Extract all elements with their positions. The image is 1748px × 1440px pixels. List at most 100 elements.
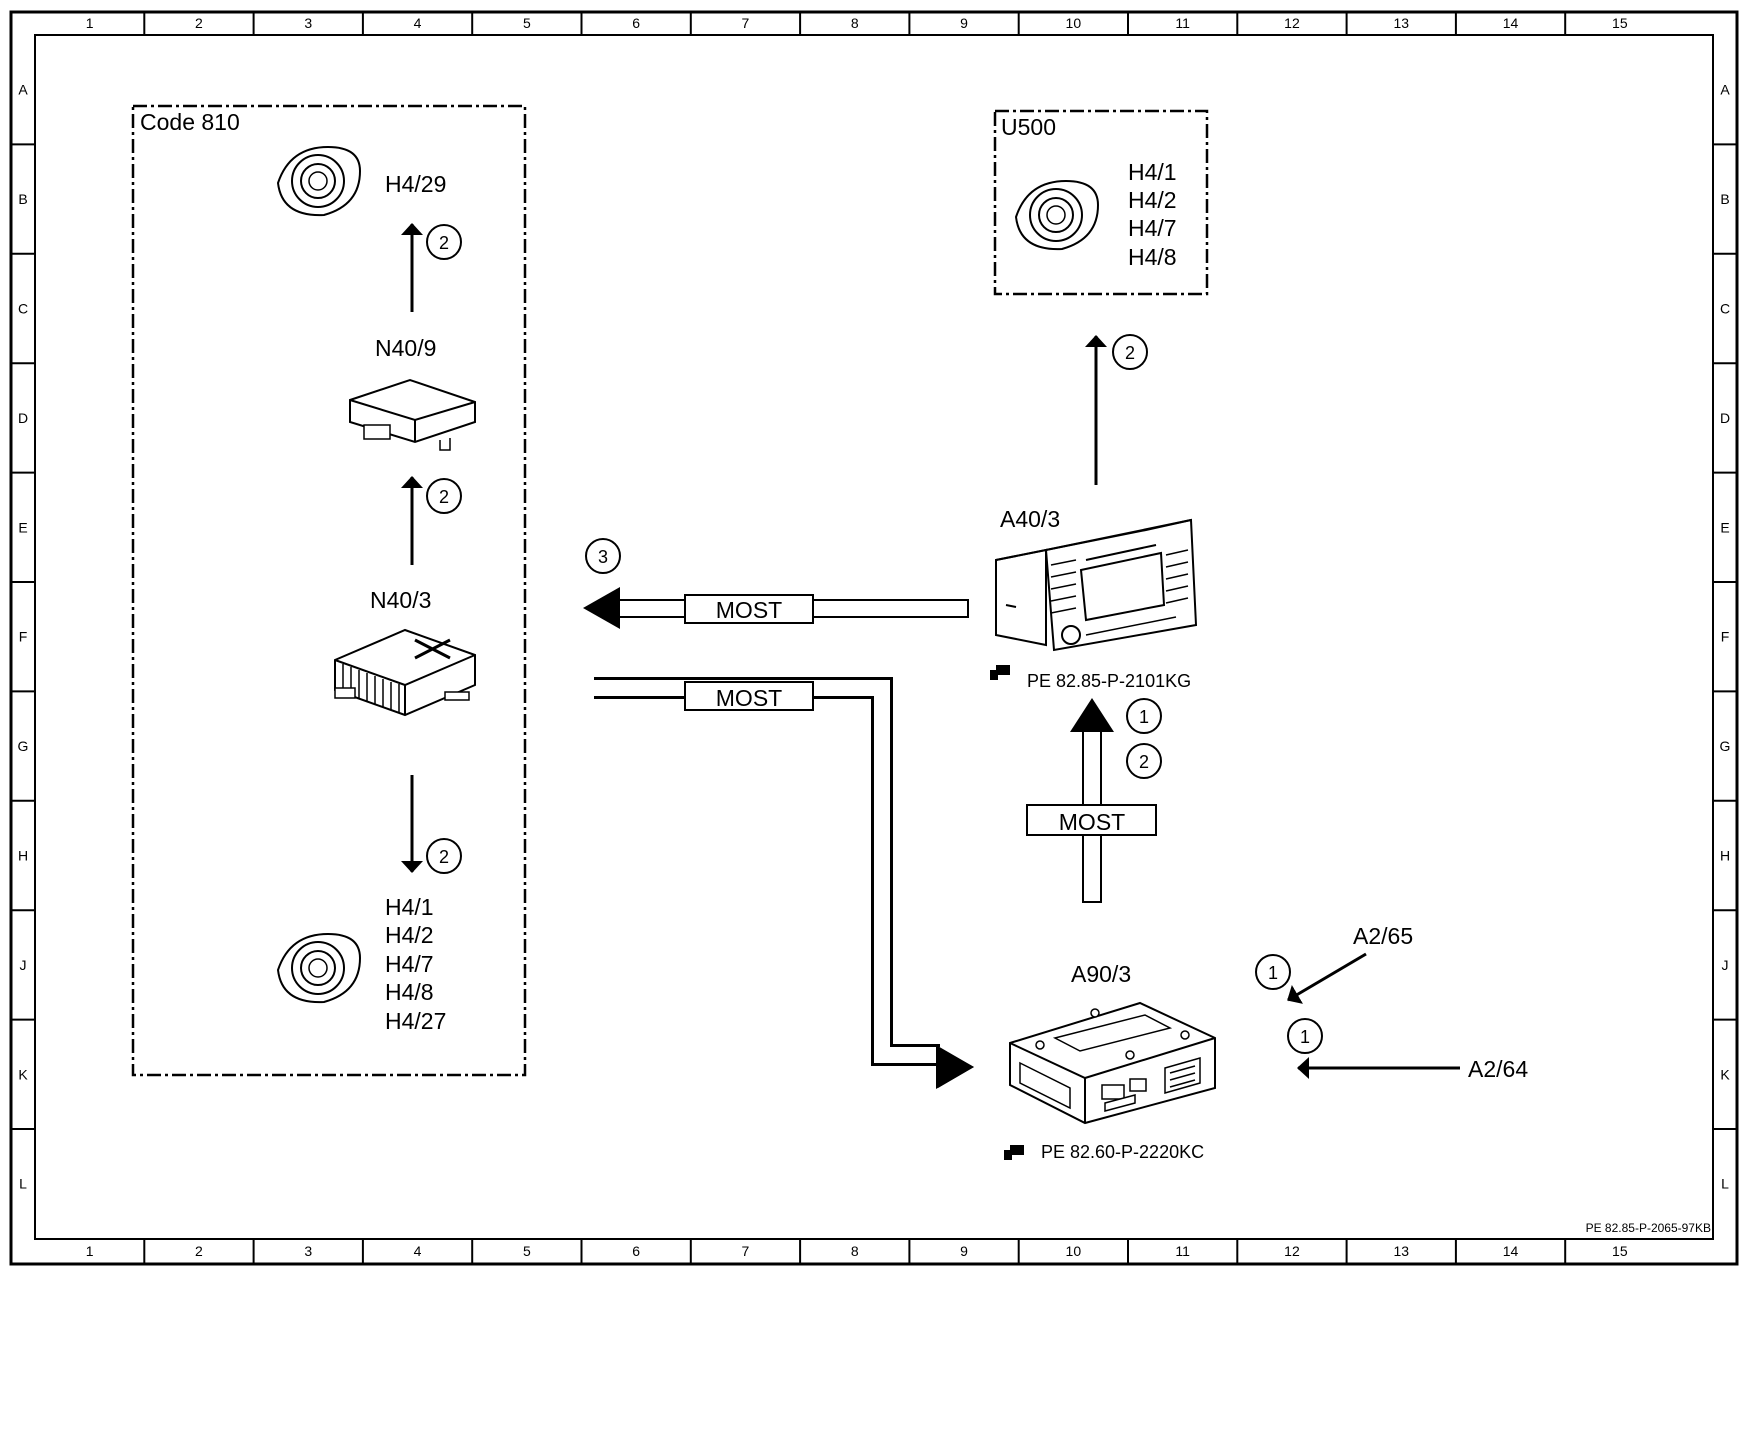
speaker-code: H4/27 xyxy=(385,1008,446,1034)
circle-marker-text: 1 xyxy=(1300,1027,1310,1047)
u500-speakers-list: H4/1 H4/2 H4/7 H4/8 xyxy=(1128,159,1177,270)
a2-65-label: A2/65 xyxy=(1353,923,1413,949)
grid-row-label: C xyxy=(1720,301,1730,317)
circle-marker xyxy=(1255,954,1291,990)
inner-frame xyxy=(34,34,1714,1240)
grid-row-label: L xyxy=(1721,1176,1729,1192)
grid-column-label: 2 xyxy=(195,15,203,31)
grid-row-label: B xyxy=(18,191,27,207)
grid-column-label: 7 xyxy=(742,1243,750,1259)
grid-column-label: 4 xyxy=(414,1243,422,1259)
reference-icon xyxy=(990,665,1010,680)
grid-column-label: 9 xyxy=(960,1243,968,1259)
a2-64-label: A2/64 xyxy=(1468,1056,1528,1082)
circle-marker xyxy=(585,538,621,574)
grid-column-label: 11 xyxy=(1175,15,1190,31)
grid-column-label: 1 xyxy=(86,1243,94,1259)
reference-icon xyxy=(1004,1145,1024,1160)
most-bus-vertical: MOST xyxy=(1026,698,1157,903)
speaker-code: H4/2 xyxy=(1128,187,1177,213)
circle-marker xyxy=(1126,743,1162,779)
grid-column-label: 6 xyxy=(632,15,640,31)
u500-label: U500 xyxy=(1001,114,1056,140)
grid-column-label: 13 xyxy=(1393,1243,1409,1259)
media-interface-icon xyxy=(1009,1001,1216,1125)
grid-column-label: 2 xyxy=(195,1243,203,1259)
most-vertical-label: MOST xyxy=(1059,809,1125,835)
a40-3-ref: PE 82.85-P-2101KG xyxy=(1027,671,1191,691)
speaker-code: H4/7 xyxy=(385,951,434,977)
grid-column-label: 8 xyxy=(851,15,859,31)
grid-column-label: 11 xyxy=(1175,1243,1190,1259)
grid-row-label: D xyxy=(1720,410,1730,426)
grid-column-label: 12 xyxy=(1284,15,1300,31)
n40-9-label: N40/9 xyxy=(375,335,436,361)
grid-row-label: F xyxy=(19,629,28,645)
most-top-label: MOST xyxy=(716,597,782,623)
grid-column-label: 10 xyxy=(1066,15,1082,31)
grid-column-label: 9 xyxy=(960,15,968,31)
most-bus-mid: MOST xyxy=(594,677,974,1089)
grid-row-label: K xyxy=(18,1066,28,1082)
grid-column-label: 10 xyxy=(1066,1243,1082,1259)
circle-marker-text: 2 xyxy=(1139,752,1149,772)
speaker-icon xyxy=(276,932,362,1004)
grid-column-label: 5 xyxy=(523,15,531,31)
footer-reference: PE 82.85-P-2065-97KB xyxy=(1586,1221,1711,1235)
speaker-icon xyxy=(276,145,362,217)
module-icon xyxy=(349,378,476,451)
grid-row-label: B xyxy=(1720,191,1729,207)
grid-row-label: J xyxy=(1722,957,1729,973)
grid-row-label: J xyxy=(20,957,27,973)
grid-column-label: 8 xyxy=(851,1243,859,1259)
speaker-code: H4/1 xyxy=(1128,159,1177,185)
speaker-code: H4/2 xyxy=(385,922,434,948)
circle-marker-text: 2 xyxy=(439,847,449,867)
grid-column-label: 15 xyxy=(1612,1243,1628,1259)
grid-row-label: H xyxy=(1720,848,1730,864)
circle-marker xyxy=(1287,1018,1323,1054)
grid-row-label: E xyxy=(1720,519,1729,535)
circle-marker xyxy=(426,838,462,874)
grid-column-label: 6 xyxy=(632,1243,640,1259)
grid-row-label: A xyxy=(1720,82,1730,98)
circle-marker xyxy=(426,224,462,260)
amplifier-icon xyxy=(334,628,476,717)
a40-3-label: A40/3 xyxy=(1000,506,1060,532)
grid-column-label: 12 xyxy=(1284,1243,1300,1259)
circle-marker-text: 1 xyxy=(1268,963,1278,983)
circle-marker-text: 3 xyxy=(598,547,608,567)
n40-3-label: N40/3 xyxy=(370,587,431,613)
grid-row-label: L xyxy=(19,1176,27,1192)
grid-row-label: C xyxy=(18,301,28,317)
grid-row-label: A xyxy=(18,82,28,98)
code810-label: Code 810 xyxy=(140,109,240,135)
most-bus-top: MOST xyxy=(583,587,969,629)
circle-marker-text: 2 xyxy=(439,233,449,253)
grid-row-label: E xyxy=(18,519,27,535)
grid-column-label: 3 xyxy=(304,15,312,31)
grid-labels: 1122334455667788991010111112121313141415… xyxy=(11,12,1737,1264)
speaker-code: H4/7 xyxy=(1128,215,1177,241)
grid-row-label: K xyxy=(1720,1066,1730,1082)
speaker-code: H4/8 xyxy=(1128,244,1177,270)
circle-marker-text: 1 xyxy=(1139,707,1149,727)
grid-row-label: F xyxy=(1721,629,1730,645)
grid-column-label: 7 xyxy=(742,15,750,31)
grid-row-label: H xyxy=(18,848,28,864)
grid-column-label: 3 xyxy=(304,1243,312,1259)
grid-row-label: D xyxy=(18,410,28,426)
h4-29-label: H4/29 xyxy=(385,171,446,197)
speaker-icon xyxy=(1014,179,1100,251)
grid-column-label: 13 xyxy=(1393,15,1409,31)
circle-marker xyxy=(1126,698,1162,734)
most-mid-label: MOST xyxy=(716,685,782,711)
circle-marker xyxy=(1112,334,1148,370)
grid-column-label: 5 xyxy=(523,1243,531,1259)
circle-marker-text: 2 xyxy=(439,487,449,507)
grid-column-label: 14 xyxy=(1503,15,1519,31)
grid-column-label: 15 xyxy=(1612,15,1628,31)
head-unit-icon xyxy=(995,518,1198,652)
arrow-a2-65-to-a90-3 xyxy=(1287,952,1367,1004)
